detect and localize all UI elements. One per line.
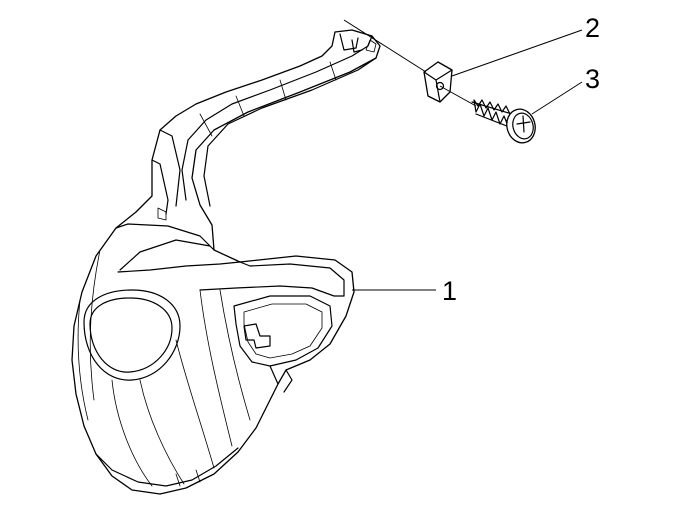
callout-label-part-2: 2 [585,13,600,43]
cover-front-housing-rim-inner [243,303,323,359]
cover-front-housing-rim [233,295,333,367]
cover-latch [243,323,271,349]
cover-oval-opening-outer [83,289,181,381]
callout-label-part-1: 1 [442,276,457,306]
leader-part-3 [531,81,583,115]
cover-outer-outline [71,29,381,495]
screw-thread [473,99,511,127]
cover-rib-3 [175,339,215,469]
screw-shank-edge [471,101,513,129]
part-2-clip-nut [423,61,453,103]
cover-arm-side-rib [151,129,181,215]
cover-top-tab [339,33,363,53]
cover-shoulder-lower [117,261,241,273]
cover-arm-edge-lower [203,57,377,207]
screw-head-rim [512,112,534,140]
leader-lines [343,19,583,291]
cover-right-edge [269,365,293,393]
clip-nut-hole [435,81,445,91]
cover-rib-5 [219,289,251,421]
part-1-cover [71,29,381,495]
cover-rib-2 [139,379,185,485]
cover-oval-opening-inner [89,297,173,373]
callout-labels: 1 2 3 [442,13,600,306]
cover-front-housing-top [239,261,345,297]
cover-arm-crease [199,61,337,137]
callout-label-part-3: 3 [585,64,600,94]
part-3-screw [471,99,536,144]
cover-rib-1 [111,379,153,487]
cover-rib-7 [77,299,89,421]
cover-arm-side-detail [157,207,167,221]
screw-phillips-cross [516,115,531,133]
cover-shoulder-ridge [115,223,215,271]
assembly-axis-line [343,19,477,107]
cover-bottom-notch [175,469,201,487]
cover-front-housing-inner [199,285,345,297]
cover-top-tab-hole [365,39,377,53]
leader-part-2 [451,29,583,77]
cover-bottom-lip [95,447,239,487]
cover-rib-4 [199,289,233,447]
clip-nut-body [423,61,453,103]
cover-rib-6 [89,249,101,401]
